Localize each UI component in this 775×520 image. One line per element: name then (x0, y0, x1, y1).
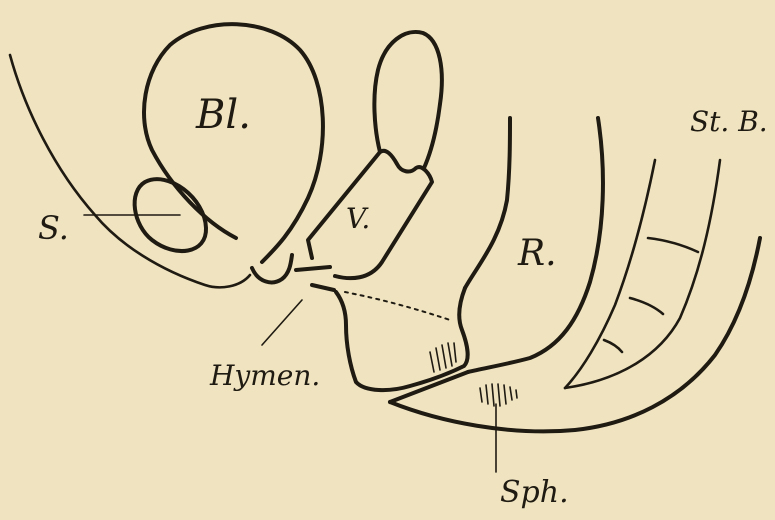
symphysis-label: S. (38, 212, 69, 244)
urethra-wall (296, 267, 330, 270)
posterior-fornix (374, 32, 441, 168)
hatch-sphincter (480, 384, 517, 406)
rectovaginal-septum (345, 292, 450, 320)
rectum-label: R. (518, 236, 557, 272)
sacrum-label: St. B. (690, 108, 768, 136)
sacral-segment-3 (604, 340, 622, 352)
anterior-wall-outline (10, 55, 250, 287)
urethra-outline (252, 255, 292, 282)
anal-lower-wall (390, 238, 760, 431)
hatch-rectal (430, 343, 456, 372)
sphincter-label: Sph. (500, 478, 569, 508)
sacral-segment-1 (648, 238, 698, 252)
hymen-pointer (262, 300, 302, 345)
hymen-label: Hymen. (210, 362, 320, 390)
sacrum-back (565, 160, 720, 388)
hymen-tab (312, 285, 334, 290)
sacral-segment-2 (630, 298, 663, 314)
bladder-label: Bl. (196, 95, 251, 135)
sacrum-front (565, 160, 655, 388)
vagina-label: V. (346, 205, 370, 233)
perineal-body (336, 288, 468, 390)
rectum-front-wall (465, 118, 510, 288)
bladder-outline (144, 24, 323, 262)
